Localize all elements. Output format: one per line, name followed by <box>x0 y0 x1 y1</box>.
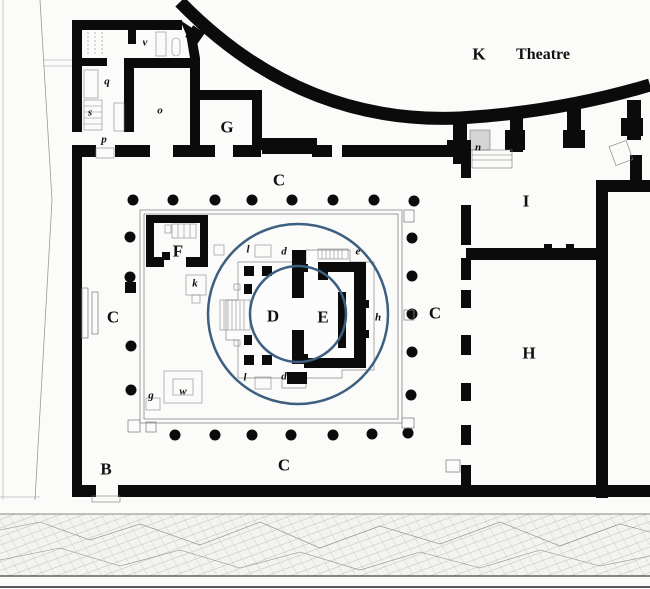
theatre-steps <box>469 129 634 169</box>
room-i-label: I <box>522 191 530 211</box>
theatre-letter-label: K <box>472 44 486 64</box>
theatre-walls <box>175 0 650 125</box>
portico-left-label: C <box>106 307 120 327</box>
sub-label-h: h <box>374 311 382 324</box>
room-g-label: G <box>220 117 234 137</box>
sub-label-s: s <box>87 106 93 119</box>
entrance-b-door <box>91 495 121 503</box>
sub-label-l-top: l <box>246 243 250 256</box>
sub-label-g: g <box>148 389 154 402</box>
sub-label-l-bottom: l <box>243 371 247 384</box>
sub-label-d-bottom: d <box>281 370 287 383</box>
portico-top-label: C <box>272 170 286 190</box>
room-f-walls <box>146 215 208 267</box>
temple-walls <box>244 250 369 384</box>
room-f-label: F <box>172 241 184 261</box>
sub-label-p: p <box>101 133 107 146</box>
sub-label-k: k <box>192 277 198 290</box>
sub-label-q: q <box>104 75 110 88</box>
rooms-i-h-walls <box>466 180 650 498</box>
portico-bottom-label: C <box>277 455 291 475</box>
sub-label-v: v <box>142 36 148 49</box>
colonnade-columns <box>124 194 420 441</box>
sub-label-o: o <box>157 104 163 117</box>
outer-highlight-circle <box>206 222 390 406</box>
sub-label-e: e <box>355 245 361 258</box>
courtyard-walls <box>72 140 471 497</box>
room-h-label: H <box>522 343 536 363</box>
sub-label-w: w <box>179 385 187 398</box>
theatre-name-label: Theatre <box>516 46 570 63</box>
left-boundary-lines <box>0 0 75 501</box>
room-e-label: E <box>317 307 329 327</box>
room-f-stairs <box>145 223 225 411</box>
temple-platform <box>81 209 461 473</box>
top-left-rooms-walls <box>72 20 317 153</box>
street-paving <box>0 513 650 588</box>
inner-highlight-circle <box>248 264 348 364</box>
entrance-b-label: B <box>100 459 112 479</box>
sub-label-n: n <box>474 141 482 154</box>
room-d-label: D <box>266 306 280 326</box>
sub-label-d-top: d <box>281 245 287 258</box>
highlight-circles <box>206 222 390 406</box>
portico-right-label: C <box>428 303 442 323</box>
top-left-stairs <box>83 31 181 159</box>
